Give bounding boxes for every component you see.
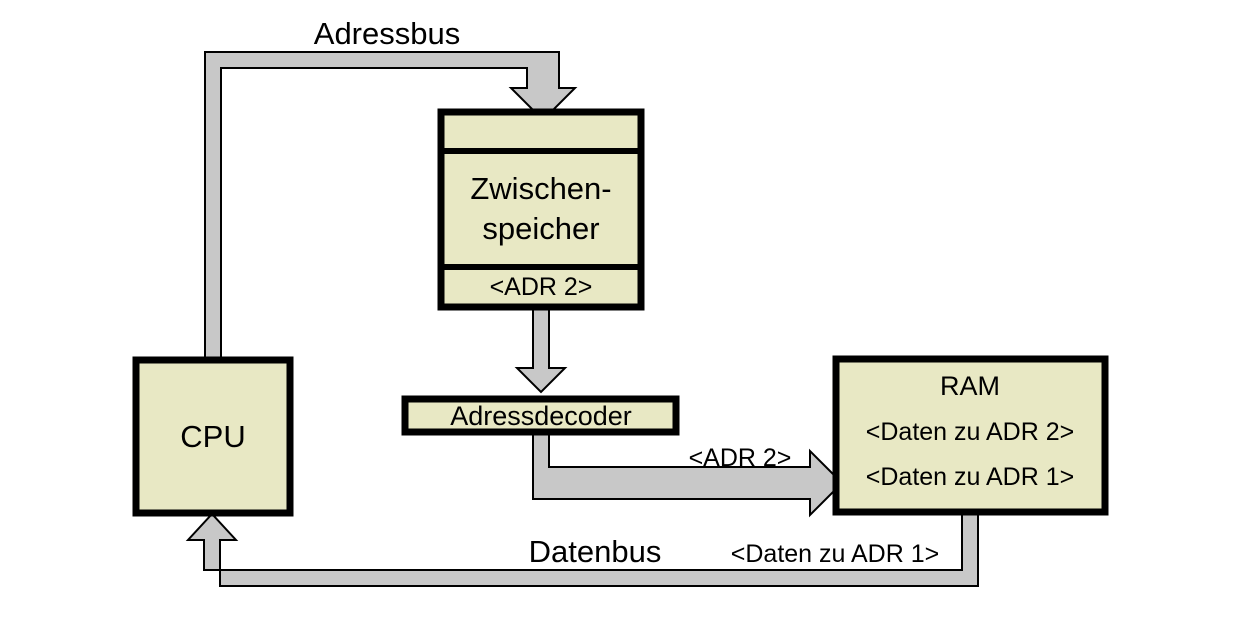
data-bus-payload-label: <Daten zu ADR 1> [731, 540, 939, 568]
adressdecoder-outline [401, 395, 680, 436]
connector-data-bus [185, 511, 979, 587]
ram-row-1: <Daten zu ADR 2> [866, 418, 1074, 446]
connector-address-bus [204, 51, 578, 373]
node-cpu[interactable]: CPU [132, 356, 294, 517]
ram-outline [832, 355, 1109, 516]
address-bus-label: Adressbus [314, 16, 460, 51]
cpu-label: CPU [180, 419, 245, 454]
adressdecoder-label: Adressdecoder [450, 401, 632, 431]
ram-row-2: <Daten zu ADR 1> [866, 463, 1074, 491]
connector-decoder-to-ram [532, 431, 844, 518]
data-bus-label: Datenbus [529, 534, 662, 569]
ram-title: RAM [940, 371, 1000, 401]
zwischenspeicher-address-cell: <ADR 2> [490, 273, 593, 301]
decoder-to-ram-label: <ADR 2> [689, 444, 792, 472]
zwischenspeicher-outline [437, 108, 645, 311]
node-adressdecoder[interactable]: Adressdecoder [401, 395, 680, 436]
zwischenspeicher-label-line1: Zwischen- [470, 171, 611, 206]
connector-buffer-to-decoder [514, 304, 568, 394]
cpu-outline [132, 356, 294, 517]
node-zwischenspeicher[interactable]: Zwischen- speicher <ADR 2> [437, 108, 645, 311]
node-ram[interactable]: RAM <Daten zu ADR 2> <Daten zu ADR 1> [832, 355, 1109, 516]
zwischenspeicher-label-line2: speicher [482, 211, 599, 246]
